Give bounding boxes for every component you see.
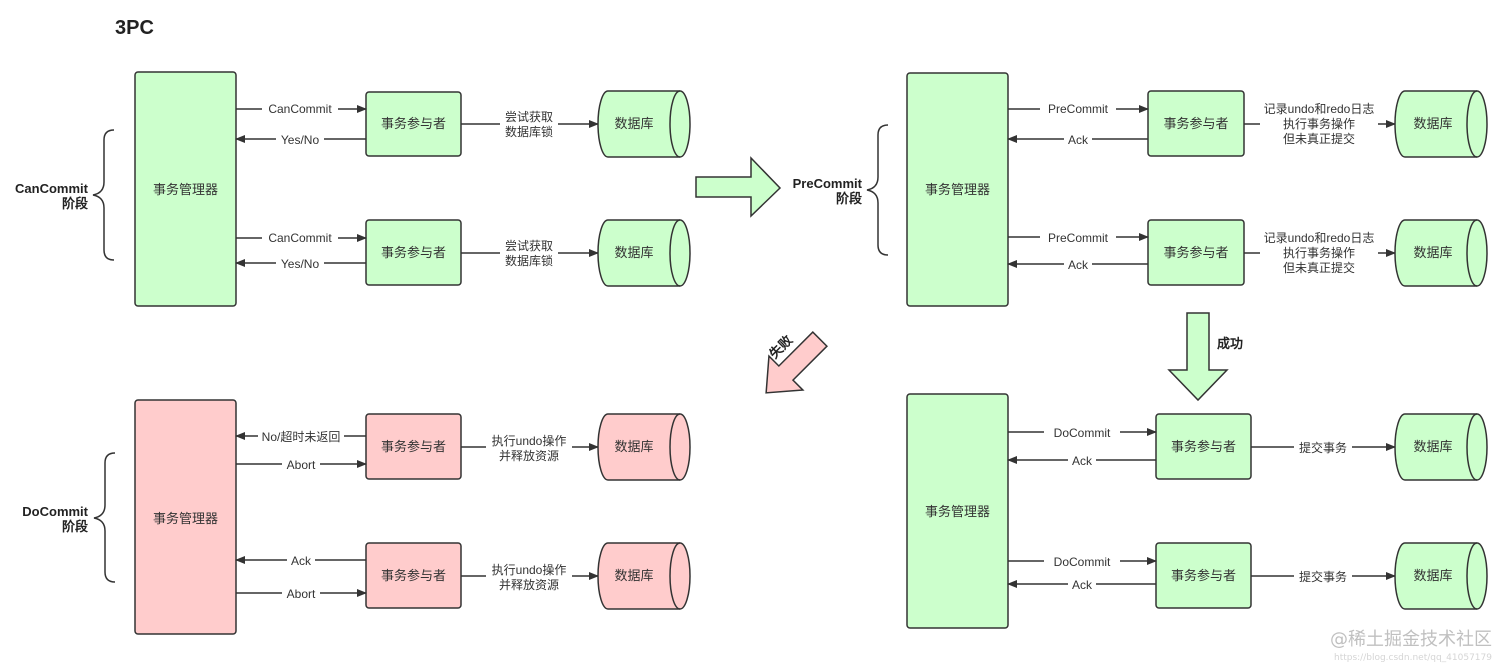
- precommit-response-label-1: Ack: [1068, 133, 1089, 147]
- docommit-success-coordinator: [906, 393, 1009, 629]
- docommit-brace: [93, 452, 116, 583]
- watermark-url: https://blog.csdn.net/qq_41057179: [1334, 653, 1492, 663]
- docommit-fail-ack-label: Ack: [291, 554, 312, 568]
- docommit-success-action-2: 提交事务: [1299, 569, 1347, 584]
- docommit-fail-timeout-label: No/超时未返回: [262, 429, 341, 444]
- docommit-fail-database-1-label: 数据库: [614, 439, 653, 454]
- cancommit-phase: CanCommit 阶段 事务管理器 事务参与者 CanCommit Yes/N…: [15, 71, 691, 307]
- docommit-fail-participant-1-label: 事务参与者: [381, 439, 446, 454]
- docommit-phase-suffix: 阶段: [62, 519, 88, 534]
- docommit-success-database-2-label: 数据库: [1413, 568, 1452, 583]
- precommit-database-1-label: 数据库: [1413, 116, 1452, 131]
- docommit-fail-database-2: [597, 542, 691, 610]
- precommit-coordinator-label: 事务管理器: [925, 182, 990, 197]
- cancommit-participant-2-label: 事务参与者: [381, 245, 446, 260]
- precommit-brace: [866, 124, 889, 256]
- precommit-participant-2-label: 事务参与者: [1163, 245, 1228, 260]
- docommit-success-coordinator-label: 事务管理器: [925, 504, 990, 519]
- cancommit-participant-1-label: 事务参与者: [381, 116, 446, 131]
- cancommit-phase-label: CanCommit: [15, 181, 89, 196]
- precommit-action-2-line3: 但未真正提交: [1283, 260, 1355, 275]
- docommit-fail-action-2-line1: 执行undo操作: [492, 562, 567, 577]
- precommit-response-label-2: Ack: [1068, 258, 1089, 272]
- docommit-fail-action-1-line1: 执行undo操作: [492, 433, 567, 448]
- docommit-success-database-1: [1394, 413, 1488, 481]
- cancommit-database-1-label: 数据库: [614, 116, 653, 131]
- cancommit-brace: [92, 129, 115, 261]
- precommit-database-2: [1394, 219, 1488, 287]
- cancommit-response-label-2: Yes/No: [281, 257, 320, 271]
- docommit-success-action-1: 提交事务: [1299, 440, 1347, 455]
- docommit-success-response-label-1: Ack: [1072, 454, 1093, 468]
- docommit-fail-participant-2-label: 事务参与者: [381, 568, 446, 583]
- precommit-action-1-line3: 但未真正提交: [1283, 131, 1355, 146]
- cancommit-database-2: [597, 219, 691, 287]
- precommit-coordinator: [906, 72, 1009, 307]
- cancommit-action-2-line1: 尝试获取: [505, 238, 553, 253]
- cancommit-database-2-label: 数据库: [614, 245, 653, 260]
- precommit-database-2-label: 数据库: [1413, 245, 1452, 260]
- cancommit-phase-suffix: 阶段: [62, 196, 88, 211]
- precommit-phase-suffix: 阶段: [836, 191, 862, 206]
- precommit-action-1-line2: 执行事务操作: [1283, 116, 1355, 131]
- to-precommit-arrow: [695, 156, 782, 218]
- docommit-fail-coordinator: [134, 399, 237, 635]
- cancommit-database-1: [597, 90, 691, 158]
- cancommit-coordinator-label: 事务管理器: [153, 182, 218, 197]
- precommit-participant-1-label: 事务参与者: [1163, 116, 1228, 131]
- docommit-success-database-2: [1394, 542, 1488, 610]
- failure-arrow: [765, 330, 829, 394]
- docommit-success-participant-1-label: 事务参与者: [1171, 439, 1236, 454]
- precommit-phase: PreCommit 阶段 事务管理器 事务参与者 PreCommit Ack 记…: [793, 72, 1488, 307]
- docommit-fail-coordinator-label: 事务管理器: [153, 511, 218, 526]
- docommit-success-database-1-label: 数据库: [1413, 439, 1452, 454]
- cancommit-action-1-line2: 数据库锁: [505, 124, 553, 139]
- docommit-success-response-label-2: Ack: [1072, 578, 1093, 592]
- docommit-fail-abort-label-2: Abort: [287, 587, 316, 601]
- docommit-success-participant-2-label: 事务参与者: [1171, 568, 1236, 583]
- docommit-success-request-label-1: DoCommit: [1054, 426, 1111, 440]
- precommit-database-1: [1394, 90, 1488, 158]
- cancommit-request-label-1: CanCommit: [268, 102, 332, 116]
- cancommit-action-1-line1: 尝试获取: [505, 109, 553, 124]
- docommit-fail-database-2-label: 数据库: [614, 568, 653, 583]
- docommit-fail-database-1: [597, 413, 691, 481]
- docommit-fail-action-2-line2: 并释放资源: [499, 577, 559, 592]
- docommit-fail-phase: DoCommit 阶段 事务管理器 事务参与者 No/超时未返回 Abort 执…: [22, 399, 691, 635]
- docommit-phase-label: DoCommit: [22, 504, 88, 519]
- docommit-success-request-label-2: DoCommit: [1054, 555, 1111, 569]
- precommit-request-label-2: PreCommit: [1048, 231, 1109, 245]
- docommit-success-phase: 事务管理器 事务参与者 DoCommit Ack 提交事务 数据库 事务参与者 …: [906, 393, 1488, 629]
- precommit-action-2-line1: 记录undo和redo日志: [1264, 231, 1375, 245]
- cancommit-request-label-2: CanCommit: [268, 231, 332, 245]
- precommit-action-2-line2: 执行事务操作: [1283, 245, 1355, 260]
- cancommit-coordinator: [134, 71, 237, 307]
- docommit-fail-action-1-line2: 并释放资源: [499, 448, 559, 463]
- precommit-action-1-line1: 记录undo和redo日志: [1264, 102, 1375, 116]
- success-arrow: [1167, 312, 1229, 402]
- diagram-title: 3PC: [115, 17, 154, 39]
- cancommit-action-2-line2: 数据库锁: [505, 253, 553, 268]
- docommit-fail-abort-label-1: Abort: [287, 458, 316, 472]
- cancommit-response-label-1: Yes/No: [281, 133, 320, 147]
- precommit-phase-label: PreCommit: [793, 176, 863, 191]
- precommit-request-label-1: PreCommit: [1048, 102, 1109, 116]
- watermark-text: @稀土掘金技术社区: [1330, 629, 1492, 650]
- success-label: 成功: [1217, 336, 1243, 351]
